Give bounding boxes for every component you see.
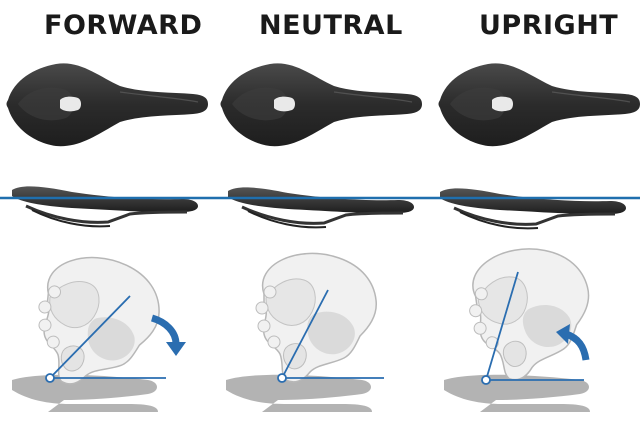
pelvis-neutral: [255, 252, 378, 383]
saddle-side-view-upright: [438, 186, 628, 230]
saddle-top-view-upright: [437, 62, 640, 147]
title-upright: UPRIGHT: [479, 10, 619, 41]
angle-lines-forward: [45, 295, 166, 383]
angle-lines-neutral: [277, 289, 384, 383]
saddle-top-view-forward: [5, 62, 209, 147]
angle-lines-upright: [481, 271, 584, 385]
rotation-arrow-forward-icon: [150, 314, 186, 356]
saddle-top-view-neutral: [219, 62, 423, 147]
rotation-arrow-upright-icon: [556, 324, 590, 361]
pelvis-upright: [461, 240, 600, 386]
saddle-side-view-forward: [10, 184, 200, 228]
saddle-side-view-neutral: [226, 185, 416, 229]
title-forward: FORWARD: [44, 10, 203, 41]
title-neutral: NEUTRAL: [259, 10, 403, 41]
pelvis-forward: [30, 251, 165, 394]
